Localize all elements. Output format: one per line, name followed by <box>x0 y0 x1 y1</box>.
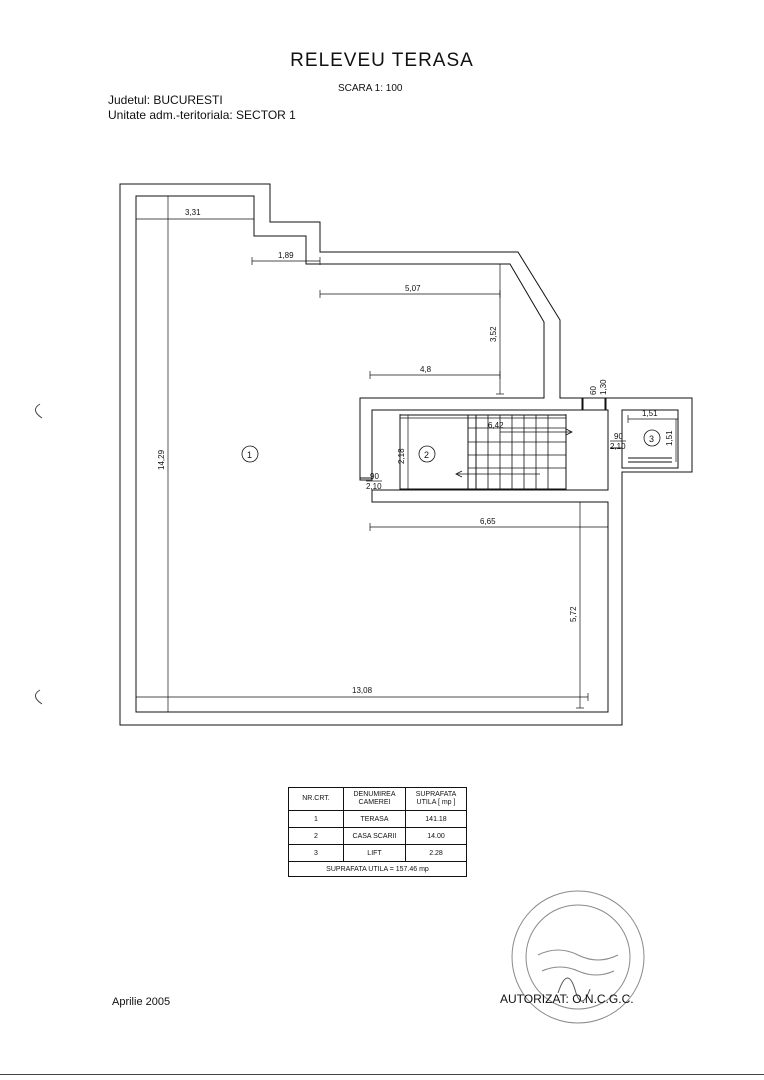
room-3-number: 3 <box>649 434 654 444</box>
dim-331: 3,31 <box>185 208 201 217</box>
cell-area: 14.00 <box>405 827 467 845</box>
county-label: Judetul: BUCURESTI <box>108 93 223 107</box>
page-bottom-line <box>0 1074 764 1075</box>
dimension-lines <box>135 195 679 713</box>
dim-218: 2,18 <box>397 448 406 464</box>
dim-130: 1,30 <box>599 379 608 395</box>
cell-nr: 3 <box>288 844 344 862</box>
header-name: DENUMIREA CAMEREI <box>343 787 406 811</box>
scale-label: SCARA 1: 100 <box>338 83 403 94</box>
dim-210-lift: 2,10 <box>610 442 626 451</box>
room-1-number: 1 <box>247 450 252 460</box>
dim-665: 6,65 <box>480 517 496 526</box>
dim-189: 1,89 <box>278 251 294 260</box>
table-row: 3 LIFT 2.28 <box>288 844 467 862</box>
dim-151-v: 1,51 <box>665 430 674 446</box>
dim-1429: 14,29 <box>157 449 166 470</box>
table-total: SUPRAFATA UTILA = 157.46 mp <box>288 861 467 877</box>
page-title: RELEVEU TERASA <box>290 50 474 71</box>
dim-60: 60 <box>589 386 598 395</box>
header-area: SUPRAFATA UTILA [ mp ] <box>405 787 467 811</box>
room-3-marker <box>643 429 661 447</box>
dim-210-stair: 2,10 <box>366 482 382 491</box>
unit-label: Unitate adm.-teritoriala: SECTOR 1 <box>108 108 296 122</box>
room-2-number: 2 <box>424 450 429 460</box>
table-row: 1 TERASA 141.18 <box>288 810 467 828</box>
lift-outline <box>621 409 679 469</box>
table-row: 2 CASA SCARII 14.00 <box>288 827 467 845</box>
authorized-label: AUTORIZAT: O.N.C.G.C. <box>500 992 634 1006</box>
cell-nr: 1 <box>288 810 344 828</box>
dim-507: 5,07 <box>405 284 421 293</box>
cell-area: 2.28 <box>405 844 467 862</box>
area-table: NR.CRT. DENUMIREA CAMEREI SUPRAFATA UTIL… <box>288 787 467 877</box>
cell-name: TERASA <box>343 810 406 828</box>
stair-room-outline <box>399 414 567 490</box>
inner-wall-outline <box>135 195 609 713</box>
stair-treads <box>455 415 573 489</box>
outer-wall-outline <box>119 183 693 726</box>
dim-90-lift: 90 <box>614 432 623 441</box>
dim-352: 3,52 <box>489 326 498 342</box>
cell-area: 141.18 <box>405 810 467 828</box>
stamp-seal <box>511 890 645 1024</box>
cell-nr: 2 <box>288 827 344 845</box>
dim-642: 6,42 <box>488 421 504 430</box>
dim-90-stair: 90 <box>370 472 379 481</box>
dim-572: 5,72 <box>569 606 578 622</box>
header-nr: NR.CRT. <box>288 787 344 811</box>
cell-name: LIFT <box>343 844 406 862</box>
dim-151-h: 1,51 <box>642 409 658 418</box>
cell-name: CASA SCARII <box>343 827 406 845</box>
dim-1308: 13,08 <box>352 686 373 695</box>
room-1-marker <box>241 445 259 463</box>
room-2-marker <box>418 445 436 463</box>
floor-plan: 3,31 1,89 5,07 3,52 4,8 14,29 6,42 2,18 … <box>35 183 693 726</box>
dim-48: 4,8 <box>420 365 432 374</box>
date-label: Aprilie 2005 <box>112 996 171 1008</box>
